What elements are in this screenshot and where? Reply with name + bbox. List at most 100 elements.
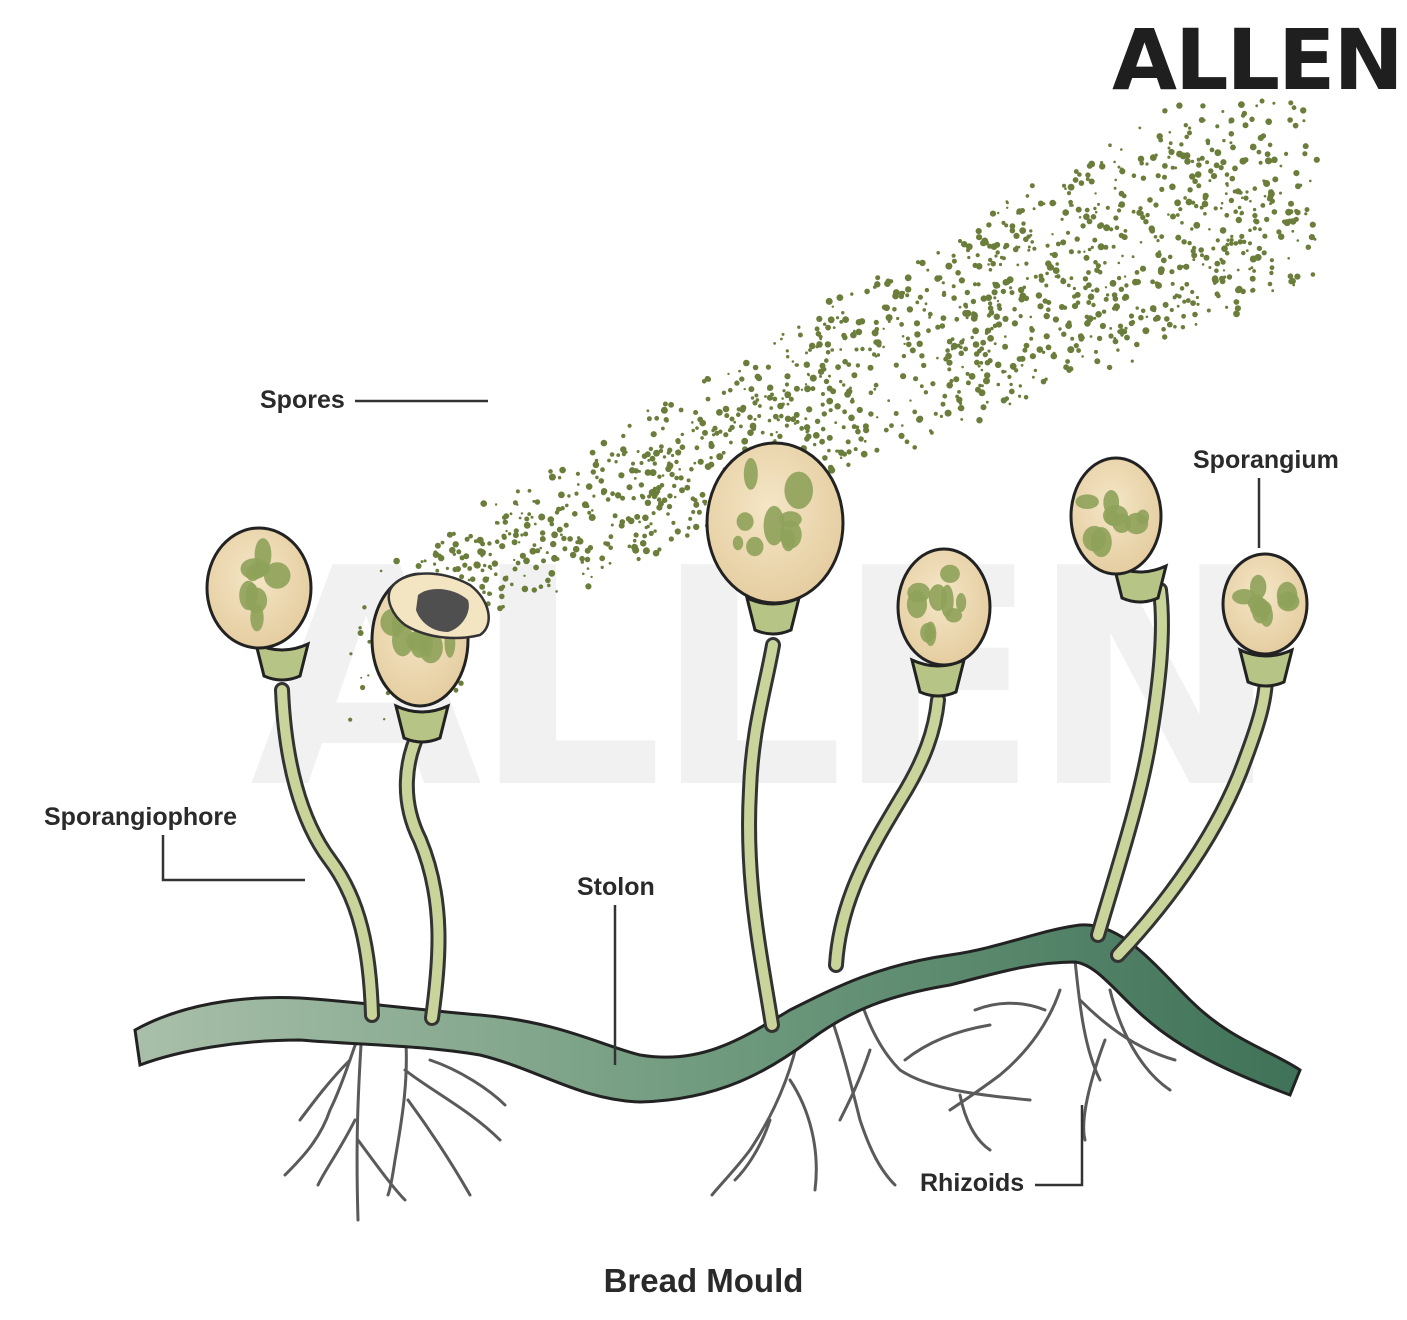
spore-dot: [691, 428, 695, 433]
spore-dot: [1256, 245, 1263, 252]
spore-dot: [1037, 303, 1044, 310]
spore-dot: [590, 469, 596, 475]
spore-dot: [1009, 223, 1016, 230]
spore-dot: [1242, 239, 1247, 244]
spore-dot: [1072, 294, 1077, 299]
spore-dot: [765, 364, 772, 370]
spore-dot: [1260, 133, 1267, 139]
spore-dot: [449, 546, 456, 554]
spore-dot: [803, 424, 811, 431]
spore-dot: [819, 362, 826, 369]
label-spores: Spores: [260, 386, 345, 414]
spore-dot: [1124, 334, 1130, 341]
spore-dot: [712, 425, 718, 431]
spore-dot: [914, 331, 921, 338]
spore-dot: [782, 389, 786, 393]
spore-dot: [804, 385, 811, 393]
spore-dot: [549, 521, 555, 527]
spore-dot: [581, 501, 589, 509]
spore-dot: [1068, 199, 1073, 205]
spore-dot: [1029, 233, 1033, 237]
spore-dot: [921, 362, 927, 369]
spore-dot: [1237, 205, 1242, 210]
spore-dot: [1187, 240, 1192, 246]
spore-dot: [1179, 142, 1184, 147]
spore-dot: [595, 475, 599, 480]
spore-dot: [990, 326, 994, 331]
spore-dot: [758, 404, 762, 408]
spore-dot: [1043, 312, 1050, 320]
spore-dot: [600, 565, 604, 570]
spore-dot: [1310, 272, 1316, 277]
spore-dot: [1201, 200, 1209, 208]
spore-dot: [586, 567, 590, 570]
spore-dot: [773, 342, 776, 345]
spore-dot: [972, 262, 978, 268]
spore-dot: [1097, 202, 1100, 206]
spore-dot: [516, 503, 519, 506]
spore-dot: [423, 559, 427, 563]
spore-dot: [1077, 172, 1082, 177]
spore-dot: [856, 406, 863, 414]
spore-dot: [652, 549, 660, 557]
spore-dot: [940, 401, 946, 407]
spore-dot: [1184, 134, 1189, 140]
spore-dot: [1238, 190, 1243, 195]
sporangium: [705, 441, 845, 636]
spore-dot: [462, 562, 468, 568]
spore-dot: [1084, 314, 1090, 319]
spore-dot: [1070, 336, 1075, 341]
spore-dot: [1230, 144, 1236, 151]
spore-dot: [678, 475, 684, 481]
spore-dot: [496, 521, 500, 525]
spore-dot: [708, 442, 715, 450]
spore-dot: [1210, 173, 1218, 180]
spore-dot: [1088, 178, 1095, 185]
brand-logo: ALLEN: [1112, 11, 1404, 109]
spore-dot: [585, 483, 593, 490]
spore-dot: [939, 414, 944, 418]
spore-dot: [807, 373, 811, 377]
spore-dot: [1224, 250, 1230, 256]
spore-dot: [815, 345, 819, 349]
spore-dot: [994, 254, 998, 258]
spore-dot: [515, 489, 520, 494]
spore-dot: [532, 499, 536, 503]
spore-dot: [922, 308, 927, 312]
spore-dot: [666, 450, 671, 455]
spore-dot: [639, 461, 644, 465]
spore-dot: [716, 409, 723, 416]
spore-dot: [904, 274, 912, 282]
spore-spot: [781, 528, 796, 552]
spore-dot: [1268, 189, 1274, 196]
spore-dot: [1233, 241, 1239, 246]
spore-dot: [885, 278, 891, 284]
spore-dot: [1065, 322, 1072, 329]
spore-dot: [832, 326, 836, 329]
spore-dot: [1131, 173, 1137, 178]
spore-dot: [1225, 242, 1230, 247]
spore-dot: [979, 346, 985, 352]
spore-dot: [1131, 209, 1136, 214]
spore-dot: [817, 368, 825, 375]
spore-dot: [434, 542, 441, 549]
spore-dot: [1237, 239, 1244, 245]
spore-dot: [584, 547, 591, 554]
spore-spot: [1260, 604, 1273, 627]
spore-dot: [519, 552, 527, 559]
spore-dot: [547, 516, 555, 523]
spore-dot: [1136, 209, 1143, 216]
spore-dot: [1113, 186, 1117, 190]
spore-dot: [864, 288, 870, 295]
spore-dot: [1117, 323, 1124, 329]
spore-dot: [533, 522, 537, 526]
spore-dot: [1065, 230, 1071, 235]
spore-dot: [1203, 254, 1210, 261]
spore-dot: [949, 378, 954, 384]
spore-dot: [1094, 349, 1098, 354]
spore-dot: [724, 413, 730, 419]
spore-dot: [620, 446, 627, 453]
spore-dot: [1114, 225, 1120, 231]
spore-dot: [876, 342, 882, 348]
spore-dot: [1060, 239, 1067, 246]
